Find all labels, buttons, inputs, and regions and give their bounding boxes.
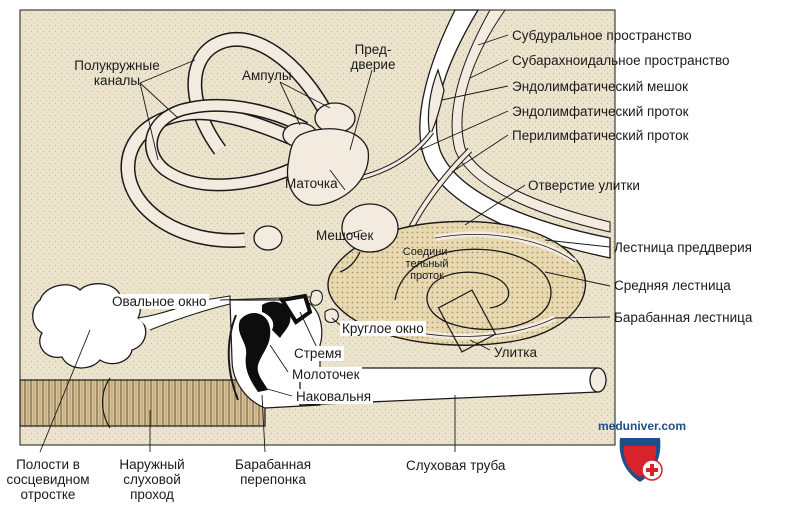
label-scala-vestibuli: Лестница преддверия: [614, 240, 752, 255]
label-round-window: Круглое окно: [340, 321, 426, 336]
label-scala-tympani: Барабанная лестница: [614, 310, 753, 325]
incus: [262, 301, 291, 338]
label-scala-media: Средняя лестница: [614, 278, 731, 293]
tympanic-membrane: [227, 314, 239, 401]
label-stapes: Стремя: [292, 346, 344, 361]
label-malleus: Молоточек: [290, 367, 362, 382]
label-helicotrema: Отверстие улитки: [528, 178, 640, 193]
medical-cross-shield-icon: [619, 438, 663, 482]
cochlea-section-box: [437, 289, 497, 353]
malleus: [238, 313, 271, 392]
external-auditory-canal: [19, 379, 266, 427]
label-endolymphatic-duct: Эндолимфатический проток: [512, 104, 689, 119]
saccule: [341, 203, 399, 253]
label-eustachian-tube: Слуховая труба: [406, 458, 506, 473]
leader-lines: [39, 34, 611, 453]
utricle: [286, 128, 370, 206]
label-incus: Наковальня: [294, 389, 374, 404]
label-oval-window: Овальное окно: [110, 294, 209, 309]
ductus-reuniens: [339, 251, 361, 273]
label-vestibule: Пред-дверие: [350, 42, 396, 72]
label-subarachnoid-space: Субарахноидальное пространство: [512, 53, 730, 68]
meninges-inner: [451, 9, 611, 233]
eustachian-tube-opening: [589, 367, 607, 393]
round-window: [324, 308, 339, 324]
label-ampullae: Ампулы: [242, 68, 292, 83]
label-saccule: Мешочек: [316, 228, 374, 243]
brand-site-name[interactable]: meduniver.com: [598, 419, 687, 433]
label-utricle: Маточка: [285, 176, 338, 191]
label-perilymphatic-duct: Перилимфатический проток: [512, 128, 689, 143]
cochlea-spiral: [394, 248, 552, 331]
oval-window: [309, 289, 323, 306]
label-subdural-space: Субдуральное пространство: [512, 28, 692, 43]
ampulla-3: [253, 225, 283, 251]
label-endolymphatic-sac: Эндолимфатический мешок: [512, 79, 689, 94]
label-cochlea: Улитка: [494, 345, 537, 360]
